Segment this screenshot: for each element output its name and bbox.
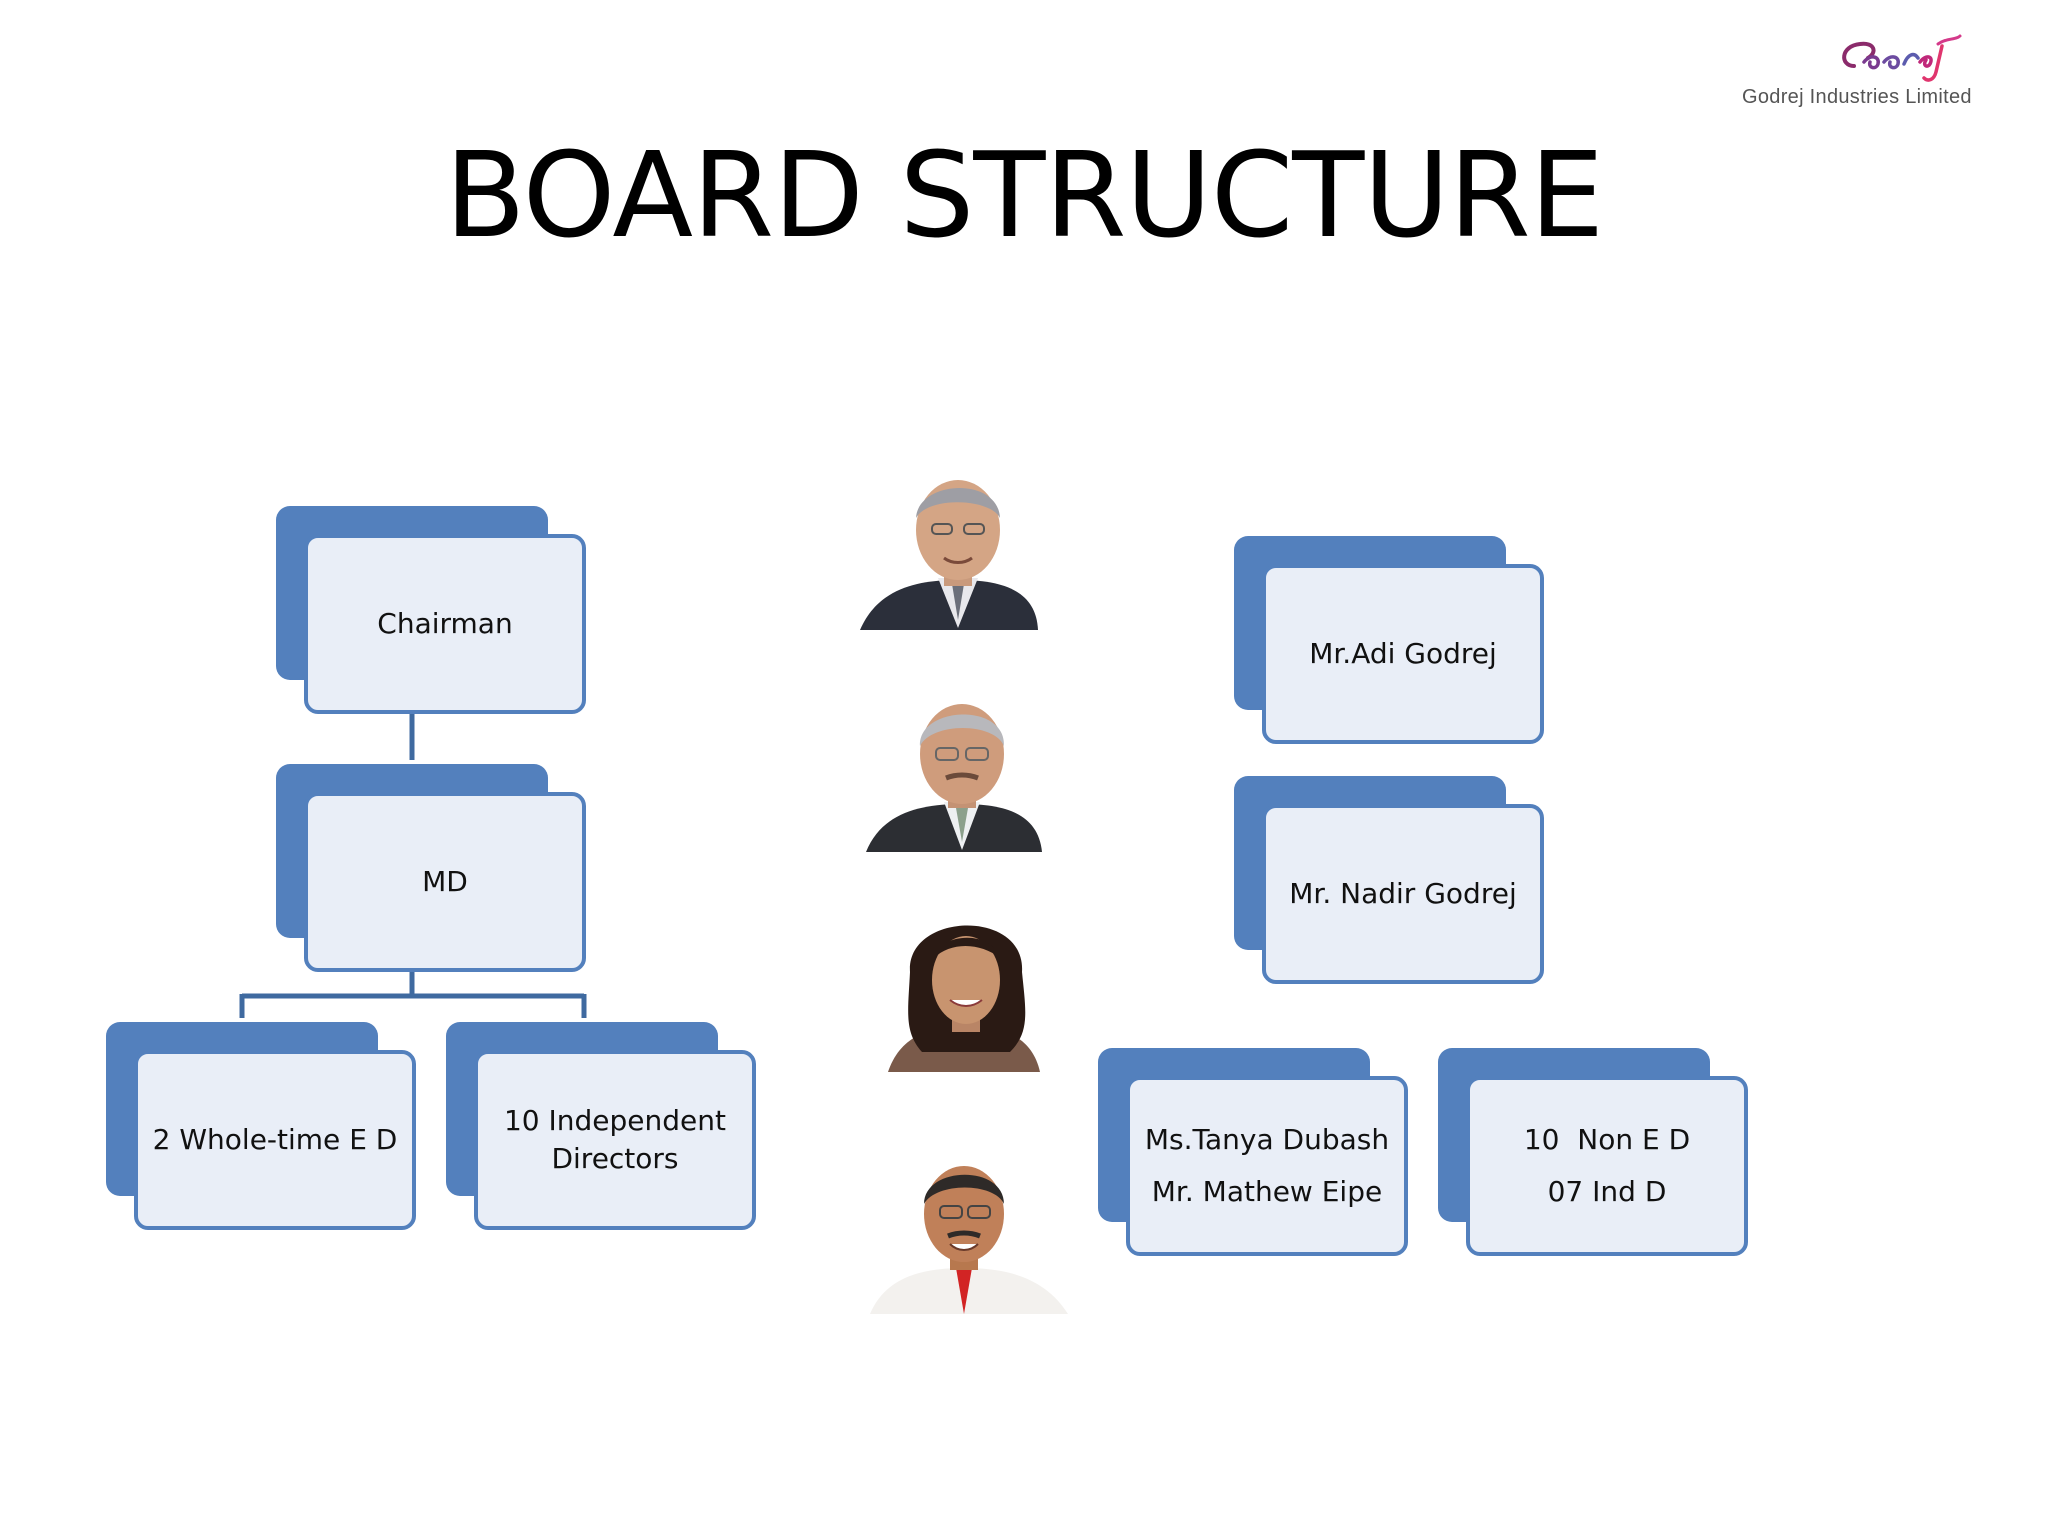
non-exec-line2: 07 Ind D xyxy=(1547,1175,1667,1208)
independent-directors-label: 10 Independent Directors xyxy=(474,1050,756,1230)
whole-time-names-box: Ms.Tanya Dubash Mr. Mathew Eipe xyxy=(1098,1048,1408,1256)
independent-directors-line1: 10 Independent xyxy=(503,1104,726,1137)
godrej-script-logo-icon xyxy=(1842,34,1962,82)
independent-directors-box: 10 Independent Directors xyxy=(446,1022,756,1230)
whole-time-directors-box: 2 Whole-time E D xyxy=(106,1022,416,1230)
whole-time-directors-label: 2 Whole-time E D xyxy=(152,1123,398,1156)
chairman-label: Chairman xyxy=(377,607,513,640)
non-exec-counts: 10 Non E D 07 Ind D xyxy=(1466,1076,1748,1256)
chairman-name-box: Mr.Adi Godrej xyxy=(1234,536,1544,744)
portrait-mathew-eipe xyxy=(868,1144,1068,1314)
godrej-logo: Godrej Industries Limited xyxy=(1734,32,2048,120)
md-name: Mr. Nadir Godrej xyxy=(1289,877,1517,910)
chairman-name: Mr.Adi Godrej xyxy=(1309,637,1497,670)
whole-time-name-2: Mr. Mathew Eipe xyxy=(1151,1175,1383,1208)
whole-time-name-1: Ms.Tanya Dubash xyxy=(1144,1123,1390,1156)
md-box: MD xyxy=(276,764,586,972)
md-label: MD xyxy=(422,865,468,898)
non-exec-line1: 10 Non E D xyxy=(1523,1123,1691,1156)
whole-time-names: Ms.Tanya Dubash Mr. Mathew Eipe xyxy=(1126,1076,1408,1256)
chairman-box: Chairman xyxy=(276,506,586,714)
md-name-box: Mr. Nadir Godrej xyxy=(1234,776,1544,984)
portrait-adi-godrej xyxy=(858,460,1058,630)
portrait-nadir-godrej xyxy=(866,682,1066,852)
company-name: Godrej Industries Limited xyxy=(1742,86,1972,108)
portrait-tanya-dubash xyxy=(880,902,1080,1072)
page-title: BOARD STRUCTURE xyxy=(444,126,1605,264)
independent-directors-line2: Directors xyxy=(551,1142,679,1175)
non-exec-box: 10 Non E D 07 Ind D xyxy=(1438,1048,1748,1256)
